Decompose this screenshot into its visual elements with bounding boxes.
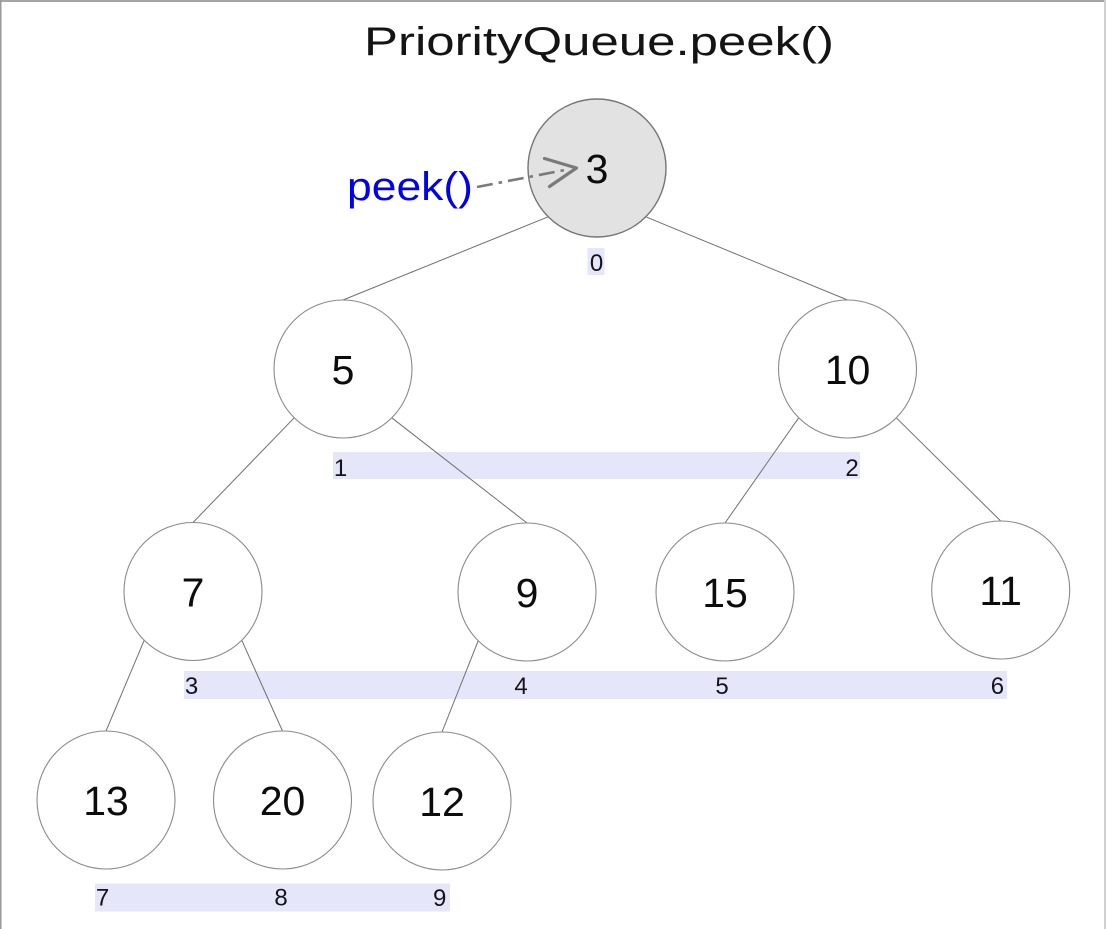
svg-text:6: 6 <box>991 673 1004 700</box>
svg-text:PriorityQueue.peek(): PriorityQueue.peek() <box>364 20 834 64</box>
svg-text:9: 9 <box>433 885 446 912</box>
svg-text:0: 0 <box>590 250 603 277</box>
svg-text:20: 20 <box>260 778 306 824</box>
svg-text:5: 5 <box>715 673 728 700</box>
svg-text:2: 2 <box>845 455 858 482</box>
svg-text:9: 9 <box>516 570 539 616</box>
svg-text:15: 15 <box>702 570 748 616</box>
svg-text:12: 12 <box>419 779 465 825</box>
svg-text:10: 10 <box>825 347 871 393</box>
svg-text:13: 13 <box>83 778 129 824</box>
svg-text:peek(): peek() <box>347 165 473 209</box>
svg-text:3: 3 <box>586 146 609 192</box>
svg-text:4: 4 <box>514 673 527 700</box>
svg-text:1: 1 <box>334 455 347 482</box>
svg-text:11: 11 <box>979 568 1022 614</box>
svg-text:5: 5 <box>332 347 355 393</box>
svg-text:3: 3 <box>185 673 198 700</box>
svg-text:7: 7 <box>182 570 205 616</box>
svg-text:8: 8 <box>274 885 287 912</box>
svg-text:7: 7 <box>96 885 109 912</box>
